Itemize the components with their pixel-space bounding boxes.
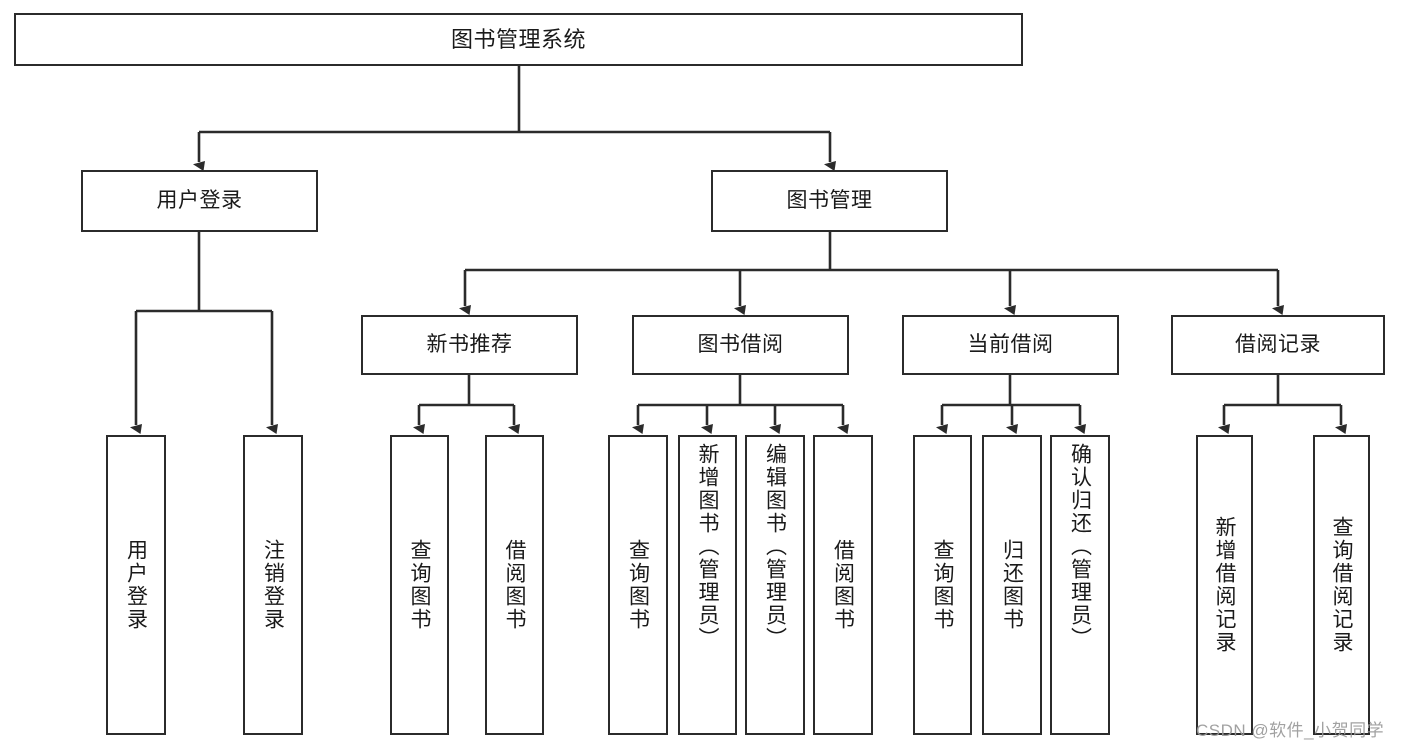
node-label: 图书借阅 xyxy=(697,332,784,356)
node-label: 注销登录 xyxy=(261,539,285,631)
node-label: 图书管理 xyxy=(786,188,873,212)
node-leaf-record-query-borrow-record[interactable]: 查询借阅记录 xyxy=(1313,435,1370,735)
node-label: 图书管理系统 xyxy=(450,26,586,52)
node-label: 新书推荐 xyxy=(426,332,513,356)
node-branch-book-management[interactable]: 图书管理 xyxy=(711,170,948,232)
node-leaf-current-confirm-return-admin[interactable]: 确认归还（管理员） xyxy=(1050,435,1110,735)
node-label: 新增图书（管理员） xyxy=(696,443,720,650)
node-label: 归还图书 xyxy=(1000,539,1024,631)
node-leaf-user-login[interactable]: 用户登录 xyxy=(106,435,166,735)
node-branch-user-login[interactable]: 用户登录 xyxy=(81,170,318,232)
node-leaf-recommend-borrow-books[interactable]: 借阅图书 xyxy=(485,435,544,735)
csdn-watermark: CSDN @软件_小贺同学 xyxy=(1196,721,1385,740)
node-leaf-current-return-books[interactable]: 归还图书 xyxy=(982,435,1042,735)
node-label: 借阅图书 xyxy=(831,539,855,631)
node-leaf-borrow-query-books[interactable]: 查询图书 xyxy=(608,435,668,735)
node-group-new-book-recommend[interactable]: 新书推荐 xyxy=(361,315,578,375)
node-leaf-record-add-borrow-record[interactable]: 新增借阅记录 xyxy=(1196,435,1253,735)
node-root-book-management-system[interactable]: 图书管理系统 xyxy=(14,13,1023,66)
node-label: 新增借阅记录 xyxy=(1213,516,1237,654)
node-leaf-current-query-books[interactable]: 查询图书 xyxy=(913,435,972,735)
node-leaf-user-logout[interactable]: 注销登录 xyxy=(243,435,303,735)
node-group-borrow-record[interactable]: 借阅记录 xyxy=(1171,315,1385,375)
node-leaf-borrow-edit-book-admin[interactable]: 编辑图书（管理员） xyxy=(745,435,805,735)
node-label: 借阅记录 xyxy=(1235,332,1321,356)
node-label: 查询图书 xyxy=(626,539,650,631)
node-group-book-borrow[interactable]: 图书借阅 xyxy=(632,315,849,375)
node-label: 查询图书 xyxy=(931,539,955,631)
node-label: 查询图书 xyxy=(408,539,432,631)
node-label: 当前借阅 xyxy=(967,332,1054,356)
node-label: 用户登录 xyxy=(124,539,148,631)
node-label: 编辑图书（管理员） xyxy=(763,443,787,650)
node-leaf-borrow-add-book-admin[interactable]: 新增图书（管理员） xyxy=(678,435,737,735)
node-label: 确认归还（管理员） xyxy=(1068,443,1092,650)
node-leaf-borrow-borrow-books[interactable]: 借阅图书 xyxy=(813,435,873,735)
node-label: 用户登录 xyxy=(156,188,243,212)
node-group-current-borrow[interactable]: 当前借阅 xyxy=(902,315,1119,375)
node-leaf-recommend-query-books[interactable]: 查询图书 xyxy=(390,435,449,735)
node-label: 查询借阅记录 xyxy=(1330,516,1354,654)
node-label: 借阅图书 xyxy=(503,539,527,631)
